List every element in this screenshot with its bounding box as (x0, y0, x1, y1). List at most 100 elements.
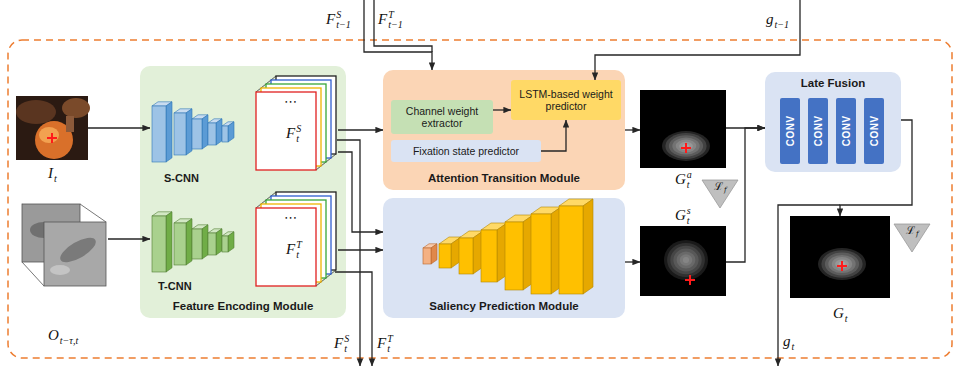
flow-shape (57, 233, 100, 267)
math-label: gt (783, 334, 794, 352)
subscript: t−1 (388, 20, 403, 30)
block-front (174, 223, 186, 265)
math-label: FSt (334, 334, 349, 354)
module-panel: Attention Transition ModuleChannel weigh… (383, 70, 625, 190)
superscript: T (296, 240, 302, 250)
math-label: FSt−1 (326, 10, 351, 30)
subscript: t (296, 250, 302, 260)
superscript: T (388, 10, 403, 20)
block-front (208, 123, 216, 145)
superscript: s (687, 206, 691, 216)
saliency-map: Gat (640, 90, 726, 190)
math-symbol: G (675, 171, 686, 187)
block-front (439, 244, 451, 268)
math-symbol: O (48, 327, 59, 343)
flow-shape (50, 265, 70, 275)
superscript: S (296, 124, 301, 134)
index-stack: Tt (296, 240, 302, 260)
ellipsis-label: ⋯ (284, 94, 297, 109)
saliency-blob (664, 240, 708, 280)
subscript: t (845, 314, 848, 324)
block-front (152, 216, 166, 272)
process-box: Channel weight extractor (391, 100, 493, 134)
module-title: Feature Encoding Module (173, 300, 314, 314)
superscript: S (344, 334, 349, 344)
index-stack: f (724, 187, 727, 194)
block-side (431, 244, 437, 264)
saliency-map: Gst (640, 204, 726, 296)
picture (790, 216, 890, 298)
map-ground (640, 226, 726, 296)
math-label: FSt (286, 124, 301, 144)
connector (88, 127, 150, 128)
index-stack: St (344, 334, 349, 354)
input-wire (595, 0, 800, 80)
loss-marker: ℒf (702, 180, 738, 208)
connector (108, 238, 150, 239)
saliency-blob (818, 248, 866, 280)
box-text: Fixation state predictor (413, 145, 519, 157)
saliency-blob (672, 137, 699, 154)
ellipsis-label: ⋯ (284, 210, 297, 225)
photo-shape (39, 127, 59, 143)
block-front (531, 214, 551, 294)
saliency-blob (676, 140, 697, 153)
connector (493, 109, 511, 110)
photo-shape (66, 116, 74, 132)
math-symbol: F (286, 241, 295, 257)
loss-marker: ℒf (894, 224, 930, 252)
cnn-name: S-CNN (164, 172, 199, 184)
feature-slice (256, 92, 316, 170)
fixation-cross (689, 275, 691, 285)
block-front (423, 248, 431, 264)
connector (625, 261, 640, 262)
subscript: f (724, 187, 727, 194)
block-side (202, 115, 208, 149)
map-ground (790, 216, 890, 298)
optical-flow-stack: Ot−τ,t (18, 200, 108, 350)
triangle-shape (894, 224, 930, 252)
math-label: ℒf (906, 225, 919, 238)
math-symbol: F (377, 335, 386, 351)
block-front (559, 206, 583, 294)
block-front (481, 230, 497, 282)
math-symbol: F (286, 125, 295, 141)
block-side (216, 119, 222, 145)
math-label: FTt (286, 240, 302, 260)
saliency-blob (680, 254, 693, 265)
subscript: t (687, 180, 692, 190)
stack-edge (80, 204, 106, 222)
triangle-shape (702, 180, 738, 208)
feature-slice (256, 208, 316, 286)
block-front (152, 106, 166, 162)
superscript: S (336, 10, 351, 20)
subscript: f (916, 231, 919, 238)
picture (16, 96, 88, 160)
subscript: t−τ,t (60, 336, 78, 346)
cnn-label: T-CNN (158, 276, 192, 294)
input-wire (374, 0, 432, 52)
input-frame: It (16, 96, 88, 188)
math-symbol: g (783, 333, 791, 349)
subscript: t (296, 134, 301, 144)
index-stack: t−1 (775, 20, 790, 30)
saliency-blob (673, 249, 698, 272)
decoder-illustration (383, 198, 625, 318)
layer-text: CONV (868, 116, 880, 147)
saliency-blob (665, 133, 706, 159)
math-label: Gat (675, 170, 692, 190)
conv-layer: CONV (864, 98, 884, 164)
math-label: Ot−τ,t (48, 328, 78, 346)
math-symbol: G (833, 305, 844, 321)
index-stack: Tt−1 (388, 10, 403, 30)
conv-layer: CONV (836, 98, 856, 164)
fixation-cross (841, 261, 843, 271)
math-symbol: I (48, 165, 53, 181)
index-stack: t (845, 314, 848, 324)
module-title: Late Fusion (801, 77, 866, 91)
stack-edge (22, 262, 44, 286)
layer-text: CONV (840, 116, 852, 147)
feature-stack (254, 190, 338, 288)
photo-shape (16, 100, 56, 124)
